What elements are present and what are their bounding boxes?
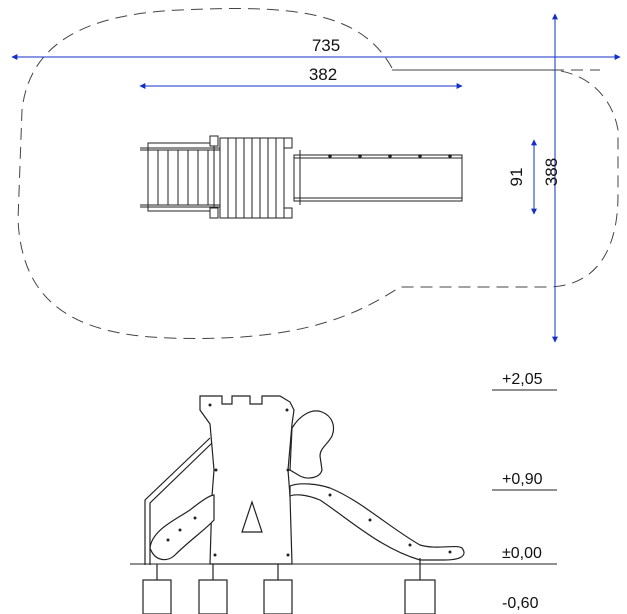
plan-platform	[209, 135, 293, 219]
equipment-width-label: 91	[507, 168, 526, 187]
foundation-posts	[142, 558, 436, 614]
overall-length-label: 735	[312, 36, 340, 55]
elevation-view: +2,05 +0,90 ±0,00 -0,60	[130, 371, 557, 614]
tower-panel	[199, 395, 295, 565]
plan-ladder	[140, 142, 222, 212]
elevation-ladder	[144, 437, 213, 565]
horse-head	[289, 410, 335, 479]
bolt-dots	[166, 403, 452, 557]
tower-triangle-cutout	[241, 500, 263, 533]
level-label-foundation: -0,60	[502, 595, 539, 612]
plan-view: 735 382 388 91	[11, 8, 621, 343]
overall-width-label: 388	[542, 158, 561, 186]
level-label-top: +2,05	[502, 371, 543, 388]
ladder-side-panel	[149, 494, 215, 561]
plan-slide	[293, 150, 463, 205]
level-label-platform: +0,90	[502, 471, 543, 488]
safety-zone-outline	[17, 8, 619, 339]
level-label-ground: ±0,00	[502, 545, 542, 562]
slide-side	[289, 483, 465, 561]
equipment-length-label: 382	[309, 65, 337, 84]
